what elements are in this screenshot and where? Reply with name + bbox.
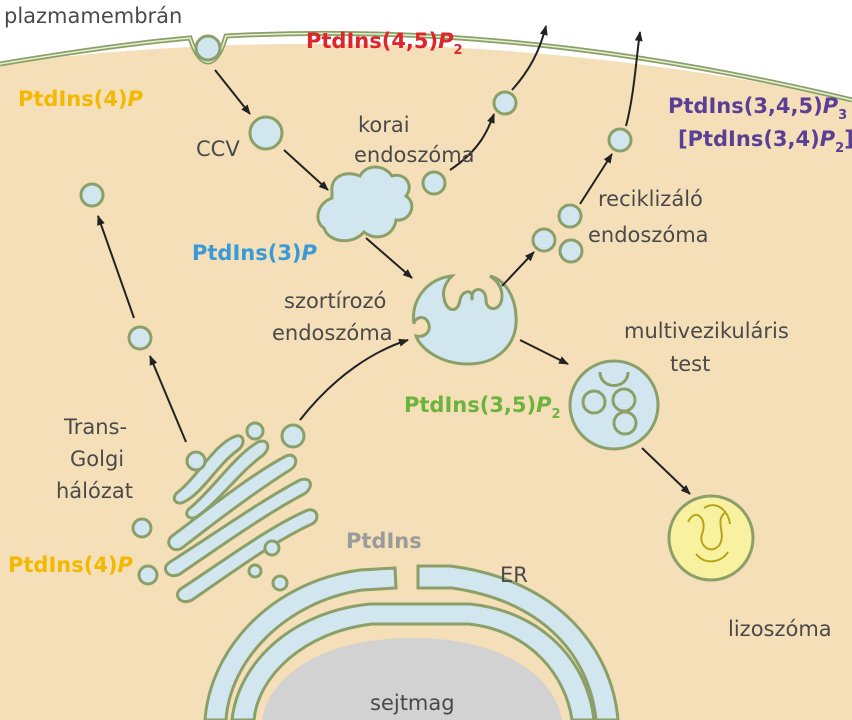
tgn-label-1: Trans-: [63, 415, 127, 439]
plasma-membrane-label: plazmamembrán: [4, 4, 182, 28]
intraluminal-vesicle: [612, 410, 638, 436]
vesicle: [421, 170, 447, 196]
arrow: [214, 69, 251, 115]
arrow: [365, 237, 413, 279]
arrow: [97, 215, 135, 319]
pi4p-label-top: PtdIns(4)P: [18, 87, 144, 111]
recycling-endosome-label-2: endoszóma: [588, 223, 709, 247]
pip3-label: PtdIns(3,4,5)P3: [668, 94, 847, 123]
pip2-34-label: [PtdIns(3,4)P2]: [678, 127, 852, 156]
mvb-label-1: multivezikuláris: [624, 319, 789, 343]
pi4p-label-bottom: PtdIns(4)P: [8, 553, 134, 577]
ccv-label: CCV: [196, 137, 240, 161]
nucleus: [262, 638, 562, 720]
vesicle: [79, 182, 105, 208]
vesicle: [607, 127, 633, 153]
lysosome: [667, 494, 755, 582]
er-label: ER: [500, 563, 528, 587]
pi3p-label: PtdIns(3)P: [192, 241, 318, 265]
vesicle: [557, 203, 583, 229]
recycling-endosome-label-1: reciklizáló: [598, 187, 703, 211]
arrow: [149, 355, 187, 443]
vesicle: [247, 563, 263, 579]
arrow: [579, 153, 613, 205]
vesicle: [137, 564, 159, 586]
arrow: [625, 31, 643, 127]
clathrin-pit: [194, 34, 222, 62]
arrow: [641, 447, 691, 495]
tgn-label-3: hálózat: [56, 479, 133, 503]
vesicle: [245, 421, 265, 441]
vesicle: [185, 450, 207, 472]
lysosome-label: lizoszóma: [728, 617, 832, 641]
early-endosome-label-2: endoszóma: [354, 143, 475, 167]
pip2-45-label: PtdIns(4,5)P2: [306, 29, 463, 58]
sorting-endosome-label-2: endoszóma: [272, 321, 393, 345]
vesicle: [127, 325, 153, 351]
mvb-label-2: test: [670, 352, 710, 376]
sorting-endosome: [411, 274, 518, 366]
ptdins-label: PtdIns: [346, 529, 422, 553]
nucleus-label: sejtmag: [370, 691, 455, 715]
early-endosome-label-1: korai: [358, 113, 410, 137]
ccv-vesicle: [248, 115, 284, 151]
arrow: [283, 149, 329, 191]
tgn-label-2: Golgi: [70, 447, 124, 471]
intraluminal-vesicle: [581, 389, 607, 415]
arrow: [299, 338, 409, 421]
arrow: [511, 25, 548, 91]
intraluminal-vesicle: [611, 387, 637, 413]
vesicle: [558, 238, 584, 264]
vesicle: [271, 574, 289, 592]
arrow: [501, 251, 535, 287]
trans-golgi-network: [164, 434, 319, 603]
vesicle: [492, 90, 518, 116]
vesicle: [280, 423, 306, 449]
vesicle: [131, 517, 153, 539]
sorting-endosome-label-1: szortírozó: [284, 289, 386, 313]
vesicle: [531, 227, 557, 253]
arrow: [449, 113, 495, 171]
vesicle: [263, 539, 281, 557]
endoplasmic-reticulum: [203, 566, 398, 720]
pip2-35-label: PtdIns(3,5)P2: [404, 393, 561, 422]
arrow: [519, 339, 569, 365]
early-endosome: [316, 165, 414, 243]
